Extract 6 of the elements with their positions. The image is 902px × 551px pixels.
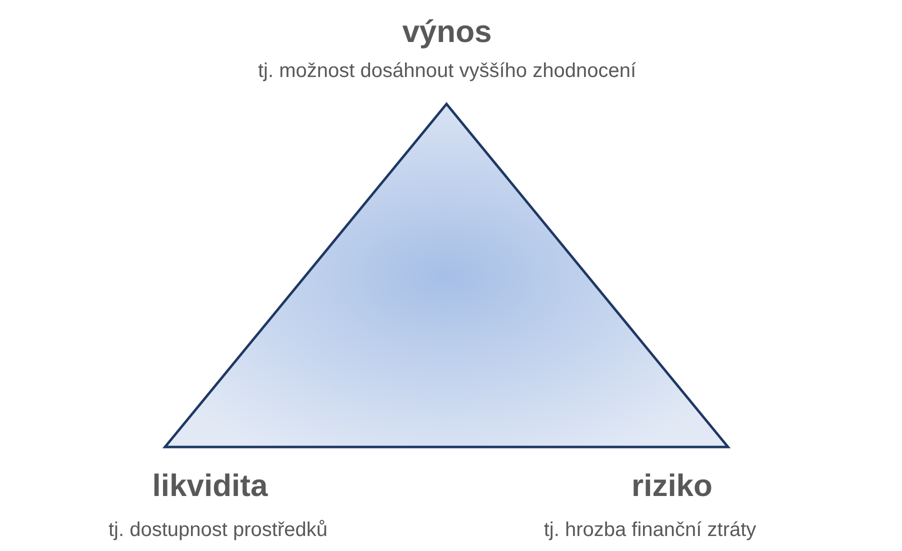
corner-description: tj. dostupnost prostředků — [108, 519, 328, 542]
corner-heading: výnos — [402, 14, 492, 50]
corner-heading: likvidita — [152, 468, 268, 504]
corner-description: tj. hrozba finanční ztráty — [544, 519, 756, 542]
corner-heading: riziko — [632, 468, 712, 504]
corner-description: tj. možnost dosáhnout vyššího zhodnocení — [258, 60, 636, 83]
